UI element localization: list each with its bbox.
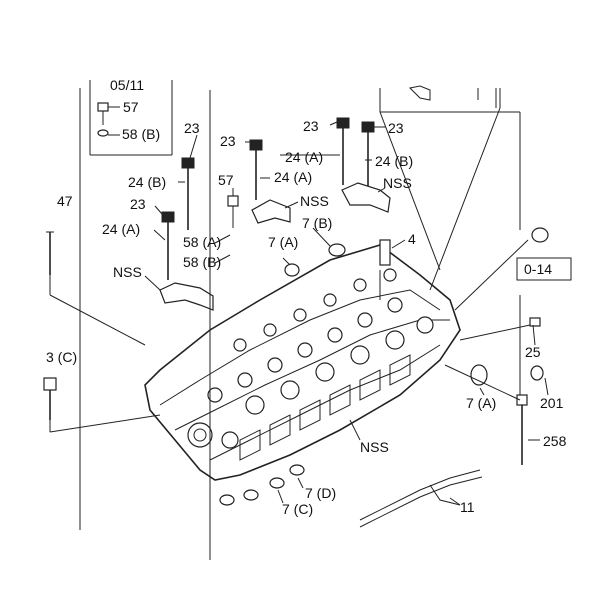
label-23-left: 23 [184, 120, 200, 136]
stud-24a-top [336, 117, 350, 185]
bolt-57 [227, 195, 239, 228]
plug-201 [530, 365, 544, 381]
seal-7a-right [470, 364, 488, 386]
seal-7d [289, 464, 305, 476]
cylinder-head-body [144, 244, 461, 481]
bolt-3c [43, 377, 161, 433]
label-24a-top: 24 (A) [285, 149, 323, 165]
label-24b-left: 24 (B) [128, 174, 166, 190]
stud-24b-left [181, 157, 195, 230]
label-258: 258 [543, 433, 567, 449]
label-57: 57 [218, 172, 234, 188]
stud-left-24a [161, 211, 175, 280]
label-24a-left: 24 (A) [102, 221, 140, 237]
label-57-inset: 57 [123, 99, 139, 115]
rocker-bracket-left [159, 282, 214, 311]
label-23-top-left: 23 [303, 118, 319, 134]
stud-24a-mid [249, 139, 263, 200]
rocker-bracket-top [341, 182, 391, 213]
port-holes [187, 268, 434, 449]
ref-box-0-14 [516, 257, 572, 281]
label-7c: 7 (C) [282, 501, 313, 517]
leader-lines [108, 90, 549, 560]
label-nss-top: NSS [383, 175, 412, 191]
pipe-11 [359, 469, 483, 528]
label-24a-mid: 24 (A) [274, 169, 312, 185]
bolt-head-icon [97, 102, 109, 112]
label-7a-top: 7 (A) [268, 234, 298, 250]
label-23-left-lower: 23 [130, 196, 146, 212]
label-7b: 7 (B) [302, 215, 332, 231]
label-4: 4 [408, 231, 416, 247]
label-47: 47 [57, 193, 73, 209]
label-25: 25 [525, 344, 541, 360]
seal-7c [269, 477, 285, 489]
label-11: 11 [460, 499, 475, 515]
label-58b-inset: 58 (B) [122, 126, 160, 142]
bolt-25 [529, 317, 541, 327]
label-201: 201 [540, 395, 564, 411]
label-7a-right: 7 (A) [466, 395, 496, 411]
label-24b-top: 24 (B) [375, 153, 413, 169]
rocker-bracket-mid [251, 199, 291, 224]
washer-icon [97, 129, 109, 137]
bracket-top [408, 85, 501, 108]
label-23-mid: 23 [220, 133, 236, 149]
label-23-top-right: 23 [388, 120, 404, 136]
label-nss-left: NSS [113, 264, 142, 280]
dowel-4 [379, 239, 391, 266]
label-58a: 58 (A) [183, 234, 221, 250]
label-0-14: 0-14 [524, 261, 552, 277]
label-nss-bottom: NSS [360, 439, 389, 455]
inset-text: 05/11 [110, 77, 144, 93]
label-58b: 58 (B) [183, 254, 221, 270]
stud-24b-top [361, 121, 375, 190]
stud-258 [516, 394, 528, 465]
cap-0-14 [531, 227, 549, 243]
label-3c: 3 (C) [46, 349, 77, 365]
part-labels: 57 58 (B) 23 23 23 23 24 (A) 24 (B) 24 (… [46, 99, 567, 517]
inset-box: 05/11 [89, 77, 173, 156]
stud-47 [46, 231, 146, 346]
label-nss-mid: NSS [300, 193, 329, 209]
seal-7a-top [284, 263, 300, 277]
label-7d: 7 (D) [305, 485, 336, 501]
seal-7b [328, 243, 346, 257]
